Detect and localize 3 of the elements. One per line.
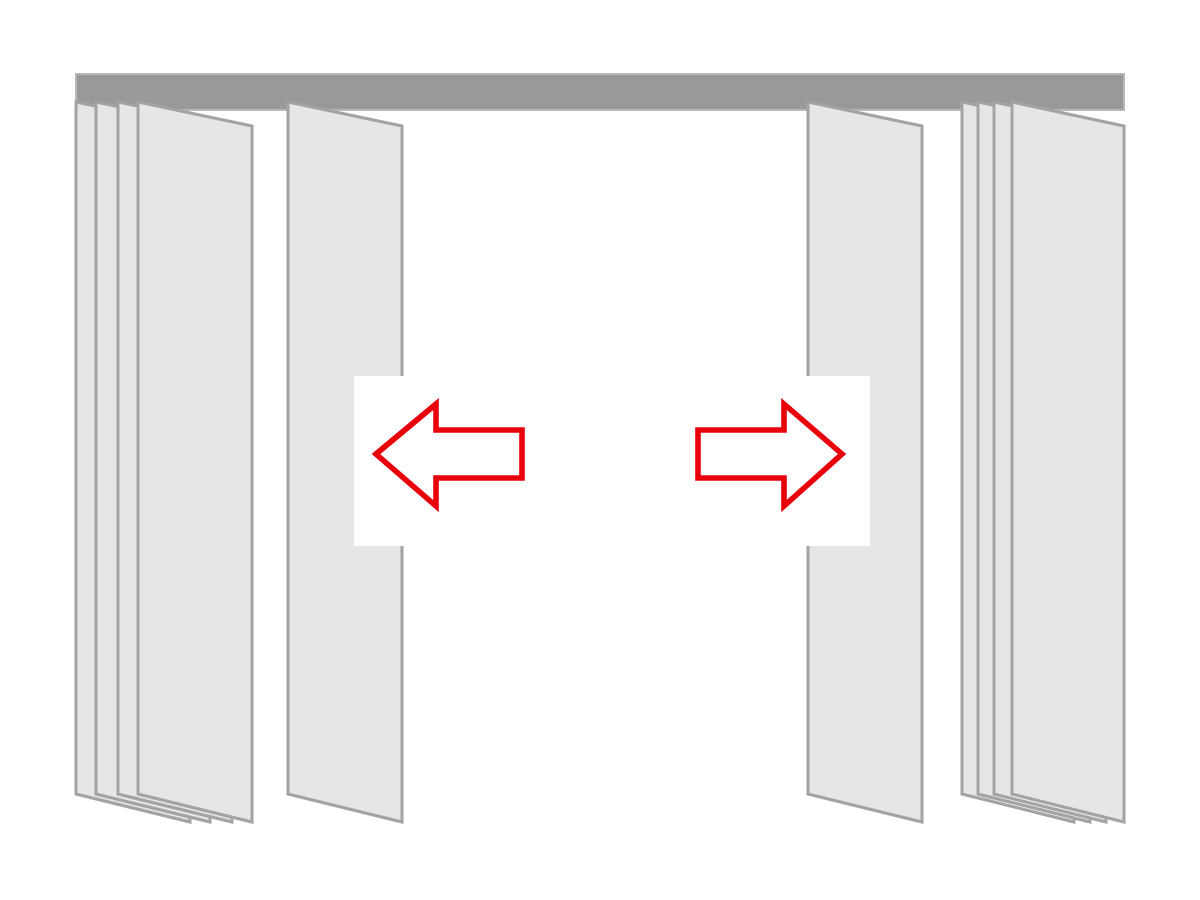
headrail <box>75 73 1125 111</box>
blind-panel <box>136 100 254 824</box>
blind-panel <box>1010 100 1126 824</box>
